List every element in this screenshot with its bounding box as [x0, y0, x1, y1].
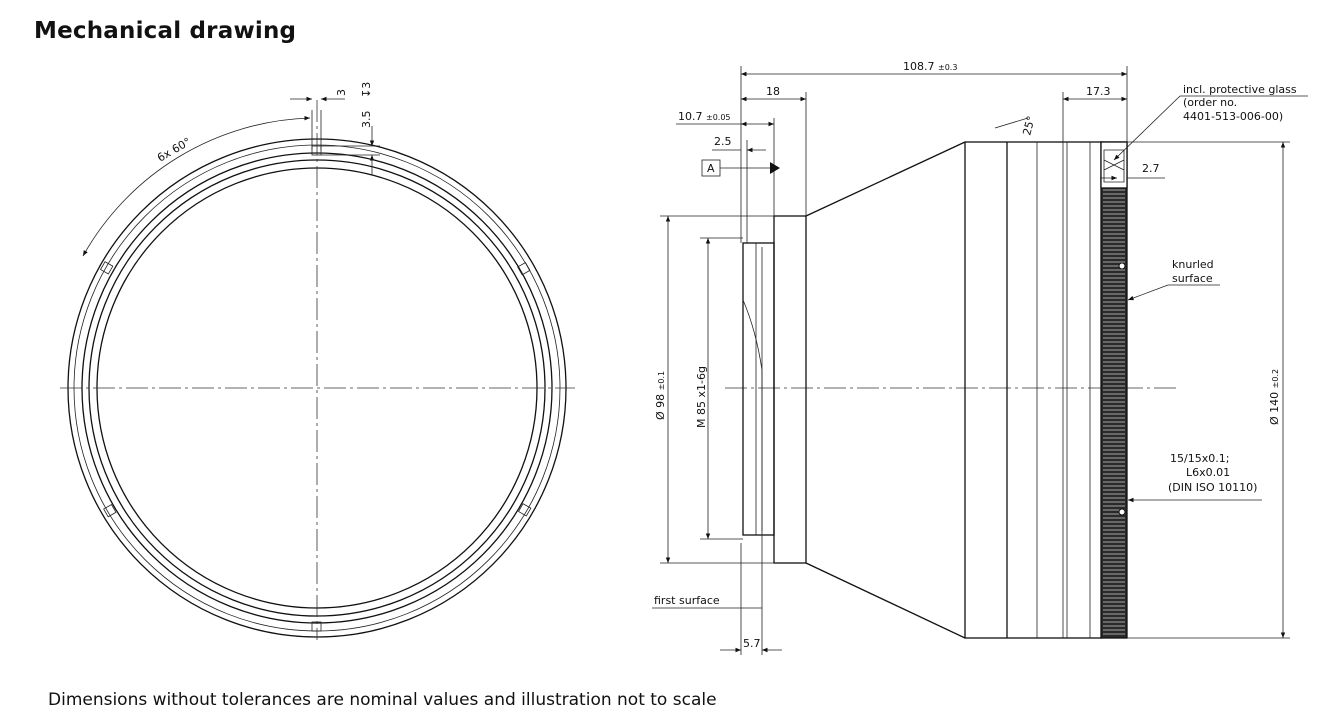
thread-relief-label: 2.5 — [714, 135, 732, 148]
slot-offset-label: 3.5 — [360, 111, 373, 129]
knurl-spec-1: 15/15x0.1; — [1170, 452, 1229, 465]
slot-width-label: 3 — [335, 89, 348, 96]
overall-length-label: 108.7 ±0.3 — [903, 60, 957, 73]
slot — [99, 261, 114, 275]
datum-triangle — [770, 162, 780, 174]
slots — [99, 145, 532, 632]
glass-note-3: 4401-513-006-00) — [1183, 110, 1283, 123]
cone-bottom — [805, 562, 966, 639]
slot — [103, 503, 117, 518]
datum-label: A — [707, 162, 715, 175]
side-view: 108.7 ±0.3 18 17.3 10.7 ±0.05 2.5 A 25° … — [652, 60, 1308, 655]
knurl-spec-2: L6x0.01 — [1186, 466, 1230, 479]
knurl-spec-3: (DIN ISO 10110) — [1168, 481, 1257, 494]
slot — [311, 621, 322, 632]
flange-length-label: 18 — [766, 85, 780, 98]
flange-diameter-label: Ø 98 ±0.1 — [654, 371, 667, 420]
front-ring-length-label: 17.3 — [1086, 85, 1111, 98]
front-view: 3 ↧3 3.5 6x 60° — [60, 82, 575, 640]
slot — [517, 503, 532, 517]
knurl-note-1: knurled — [1172, 258, 1214, 271]
slot — [311, 145, 322, 156]
barrel — [964, 141, 1103, 639]
outer-diameter-label: Ø 140 ±0.2 — [1268, 369, 1281, 425]
slot-depth-label: ↧3 — [360, 82, 373, 98]
cone-angle-label: 25° — [1020, 115, 1038, 137]
knurl-note-2: surface — [1172, 272, 1213, 285]
glass-note-1: incl. protective glass — [1183, 83, 1297, 96]
first-surface-label: first surface — [654, 594, 720, 607]
glass-thickness-label: 2.7 — [1142, 162, 1160, 175]
first-surface-dist-label: 5.7 — [743, 637, 761, 650]
page-title: Mechanical drawing — [34, 18, 297, 44]
thread-depth-label: 10.7 ±0.05 — [678, 110, 731, 123]
glass-note-2: (order no. — [1183, 96, 1237, 109]
footnote: Dimensions without tolerances are nomina… — [48, 690, 717, 710]
thread-section — [742, 242, 775, 536]
thread-spec-label: M 85 x1-6g — [695, 366, 708, 428]
cone-top — [805, 141, 966, 217]
slot — [517, 261, 531, 276]
flange — [773, 215, 807, 564]
